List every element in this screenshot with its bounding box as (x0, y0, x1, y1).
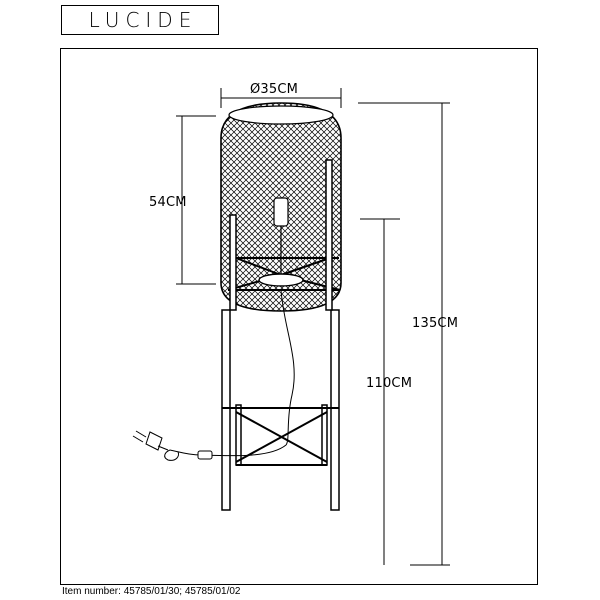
shade-height-label: 54CM (149, 195, 187, 210)
lower-cross-brace (222, 407, 339, 466)
cord-loop (164, 449, 179, 461)
base-height-label: 110CM (366, 376, 413, 391)
brand-logo: LUCIDE (61, 5, 219, 35)
bulb-socket (273, 197, 289, 278)
total-height-label: 135CM (412, 316, 459, 331)
cord-switch-icon (197, 450, 213, 460)
shade-height-dimension-line (176, 115, 216, 285)
power-cord (169, 289, 295, 457)
total-height-dimension-line (358, 102, 450, 566)
brand-name: LUCIDE (88, 8, 198, 32)
drawing-frame (60, 48, 538, 585)
base-height-dimension-line (360, 218, 400, 565)
power-plug-icon (132, 430, 169, 451)
diameter-dimension-line (220, 88, 342, 108)
diameter-label: Ø35CM (250, 82, 299, 97)
item-number: Item number: 45785/01/30; 45785/01/02 (62, 586, 241, 597)
upper-bracket (227, 257, 341, 291)
